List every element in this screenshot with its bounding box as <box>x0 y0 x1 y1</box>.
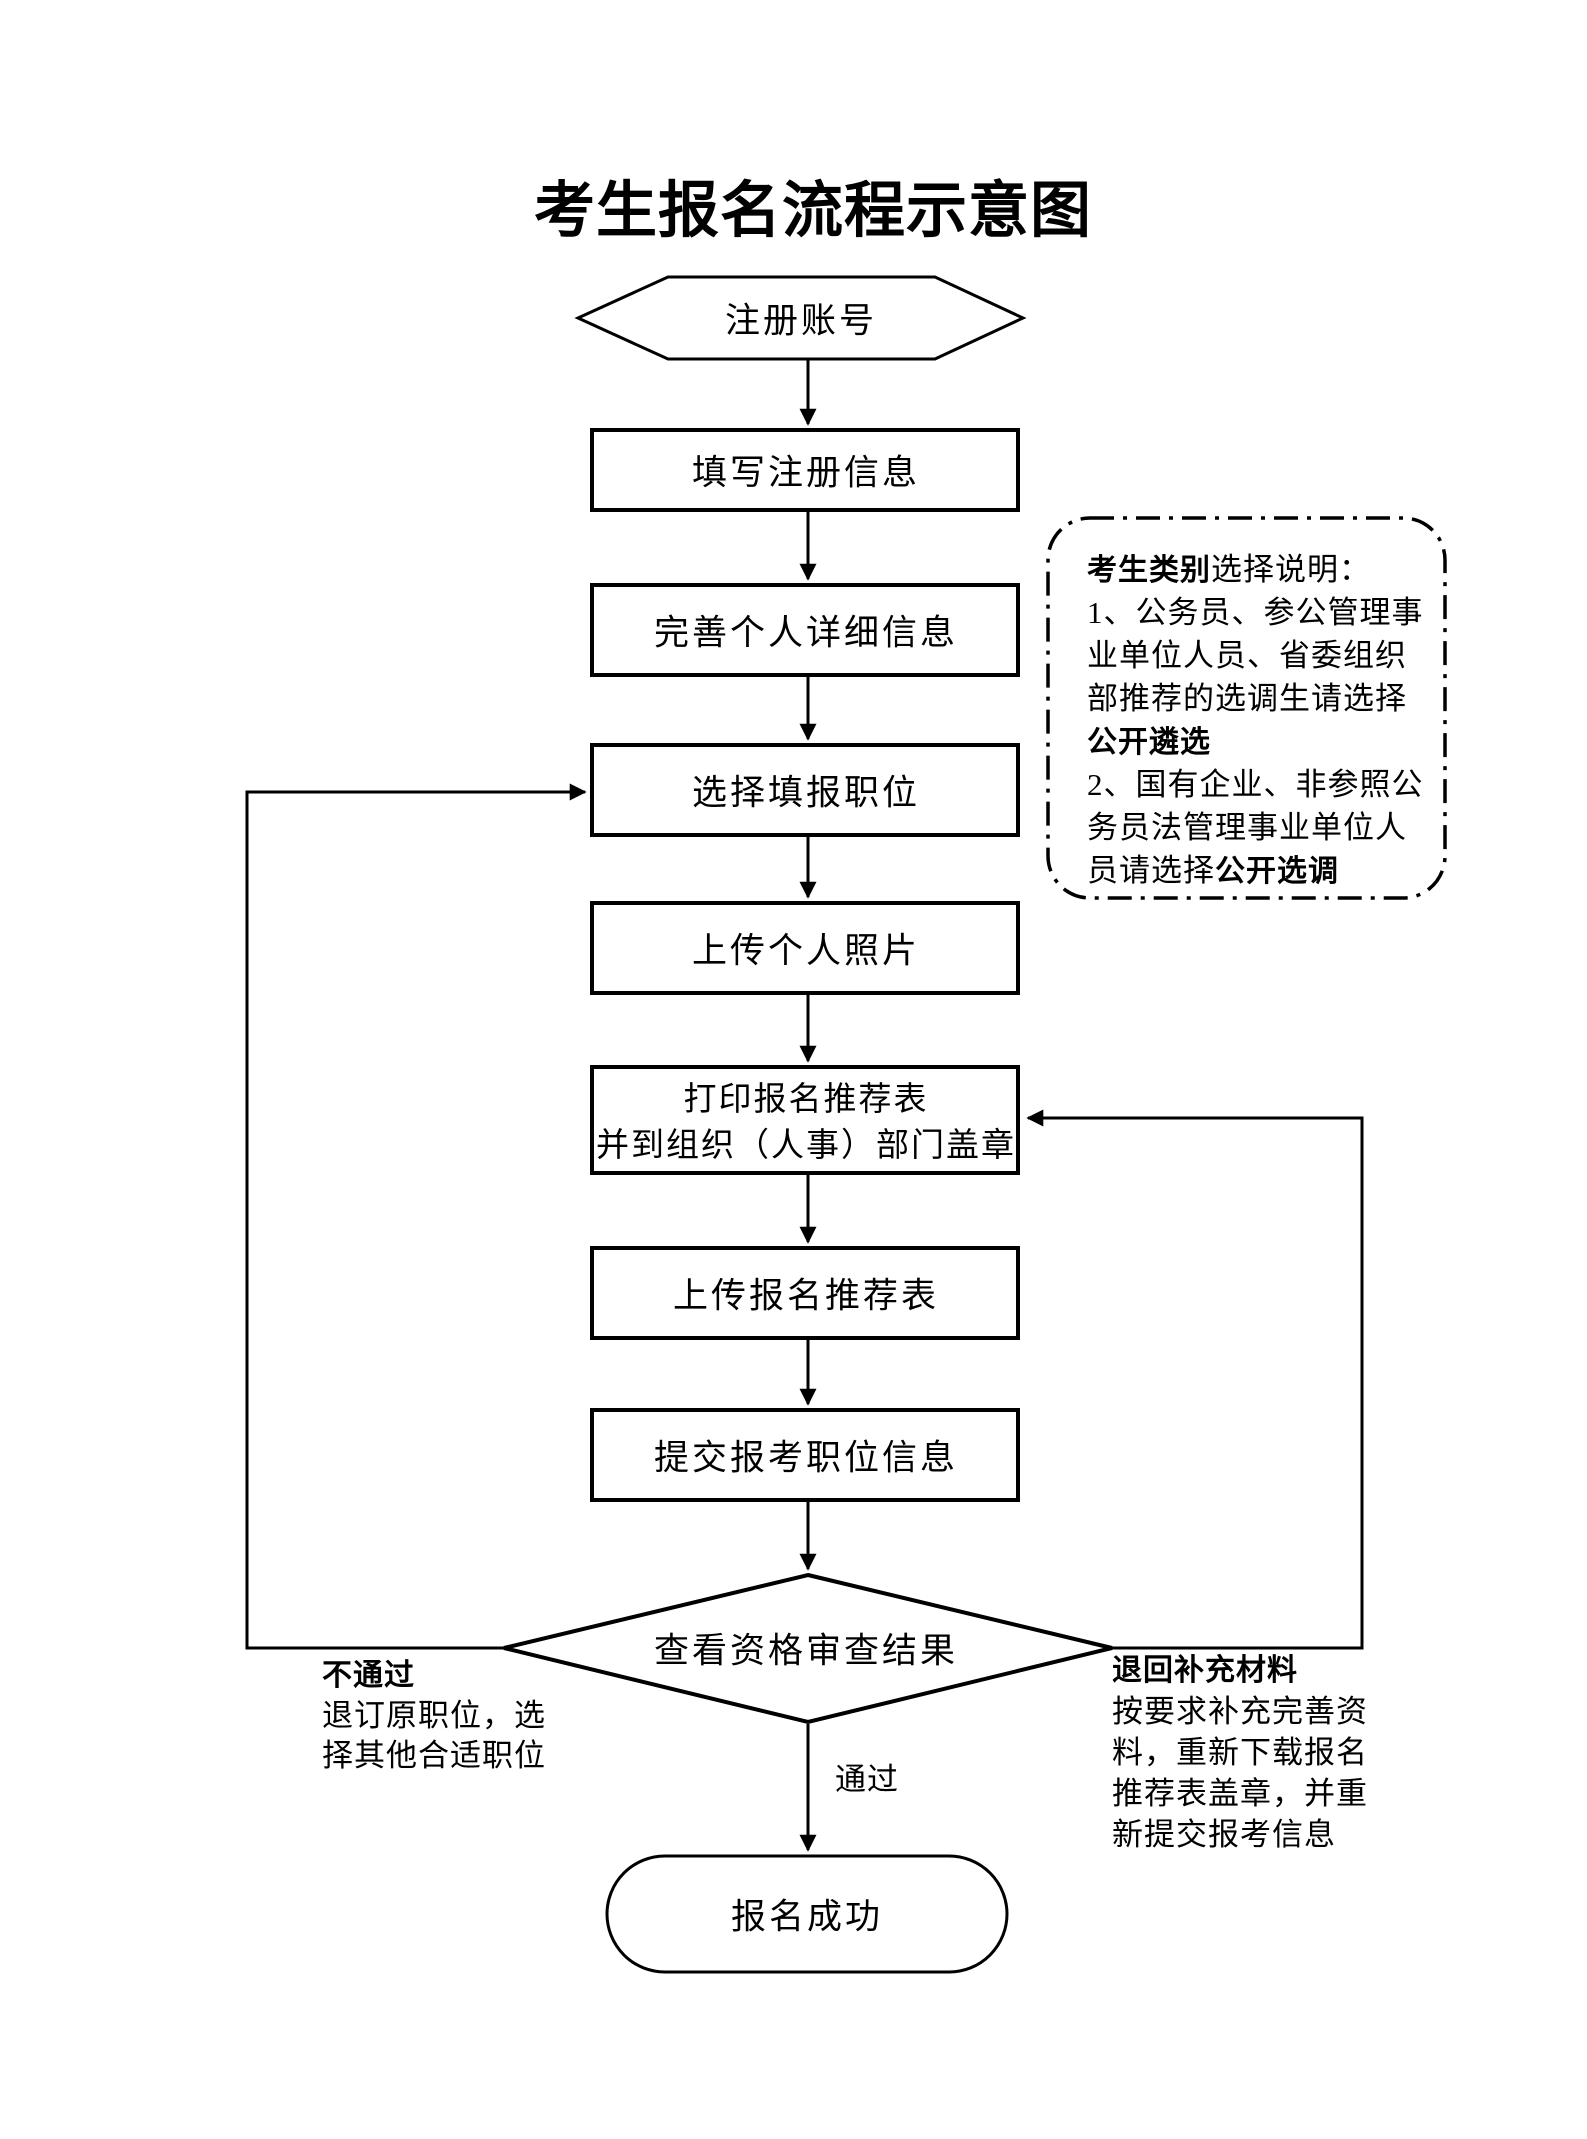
supplement-loop-connector <box>1026 1109 1364 1650</box>
supplement-branch-title: 退回补充材料 <box>1112 1654 1298 1687</box>
note-last-rest: 员请选择 <box>1087 853 1215 888</box>
box-complete-profile-shape <box>590 583 1020 677</box>
supplement-branch-line3: 推荐表盖章，并重 <box>1112 1776 1368 1811</box>
box-upload-photo-shape <box>590 901 1020 995</box>
box-select-position-shape <box>590 743 1020 837</box>
node-submit-info-label: 提交报考职位信息 <box>653 1438 959 1478</box>
box-submit-info-shape <box>590 1408 1020 1502</box>
supplement-branch-line2: 料，重新下载报名 <box>1112 1735 1368 1770</box>
node-success-label: 报名成功 <box>730 1897 884 1937</box>
node-register-label: 注册账号 <box>724 301 878 341</box>
box-print-form-shape <box>590 1065 1020 1175</box>
node-upload-photo-label: 上传个人照片 <box>691 931 921 971</box>
fail-loop-connector <box>245 783 587 1650</box>
note-line: 2、国有企业、非参照公 <box>1087 767 1424 802</box>
node-select-position-label: 选择填报职位 <box>691 773 921 813</box>
note-heading: 考生类别选择说明： <box>1087 548 1439 591</box>
supplement-branch-line4: 新提交报考信息 <box>1112 1817 1336 1852</box>
candidate-category-note: 考生类别选择说明： 1、公务员、参公管理事 业单位人员、省委组织 部推荐的选调生… <box>1087 548 1439 892</box>
supplement-branch-annotation: 退回补充材料 按要求补充完善资 料，重新下载报名 推荐表盖章，并重 新提交报考信… <box>1112 1650 1368 1855</box>
box-fill-info-shape <box>590 428 1020 512</box>
note-line: 业单位人员、省委组织 <box>1087 638 1407 673</box>
note-line: 1、公务员、参公管理事 <box>1087 595 1424 630</box>
hexagon-register-shape <box>574 275 1027 361</box>
node-print-form-label-line2: 并到组织（人事）部门盖章 <box>596 1128 1016 1164</box>
note-line: 务员法管理事业单位人 <box>1087 810 1407 845</box>
node-print-form-label-line1: 打印报名推荐表 <box>683 1082 929 1118</box>
note-bold-open-selection: 公开遴选 <box>1087 726 1211 759</box>
note-bold-open-transfer: 公开选调 <box>1215 855 1339 888</box>
edge-pass-label: 通过 <box>835 1762 899 1797</box>
fail-branch-line2: 择其他合适职位 <box>322 1738 546 1773</box>
fail-branch-annotation: 不通过 退订原职位，选 择其他合适职位 <box>322 1656 546 1776</box>
node-upload-form-label: 上传报名推荐表 <box>672 1276 940 1316</box>
supplement-branch-line1: 按要求补充完善资 <box>1112 1694 1368 1729</box>
fail-branch-line1: 退订原职位，选 <box>322 1698 546 1733</box>
note-line: 部推荐的选调生请选择 <box>1087 681 1407 716</box>
page-title: 考生报名流程示意图 <box>533 176 1093 244</box>
note-line-last: 员请选择公开选调 <box>1087 849 1439 892</box>
note-heading-rest: 选择说明： <box>1211 552 1371 587</box>
box-upload-form-shape <box>590 1246 1020 1340</box>
node-review-result-label: 查看资格审查结果 <box>653 1631 959 1671</box>
stadium-success-shape <box>605 1854 1009 1974</box>
node-fill-info-label: 填写注册信息 <box>691 453 921 493</box>
fail-branch-title: 不通过 <box>322 1659 415 1692</box>
diamond-review-shape <box>503 1572 1113 1725</box>
note-dashed-border <box>1046 516 1447 900</box>
node-complete-profile-label: 完善个人详细信息 <box>653 613 959 653</box>
note-heading-bold: 考生类别 <box>1087 554 1211 587</box>
